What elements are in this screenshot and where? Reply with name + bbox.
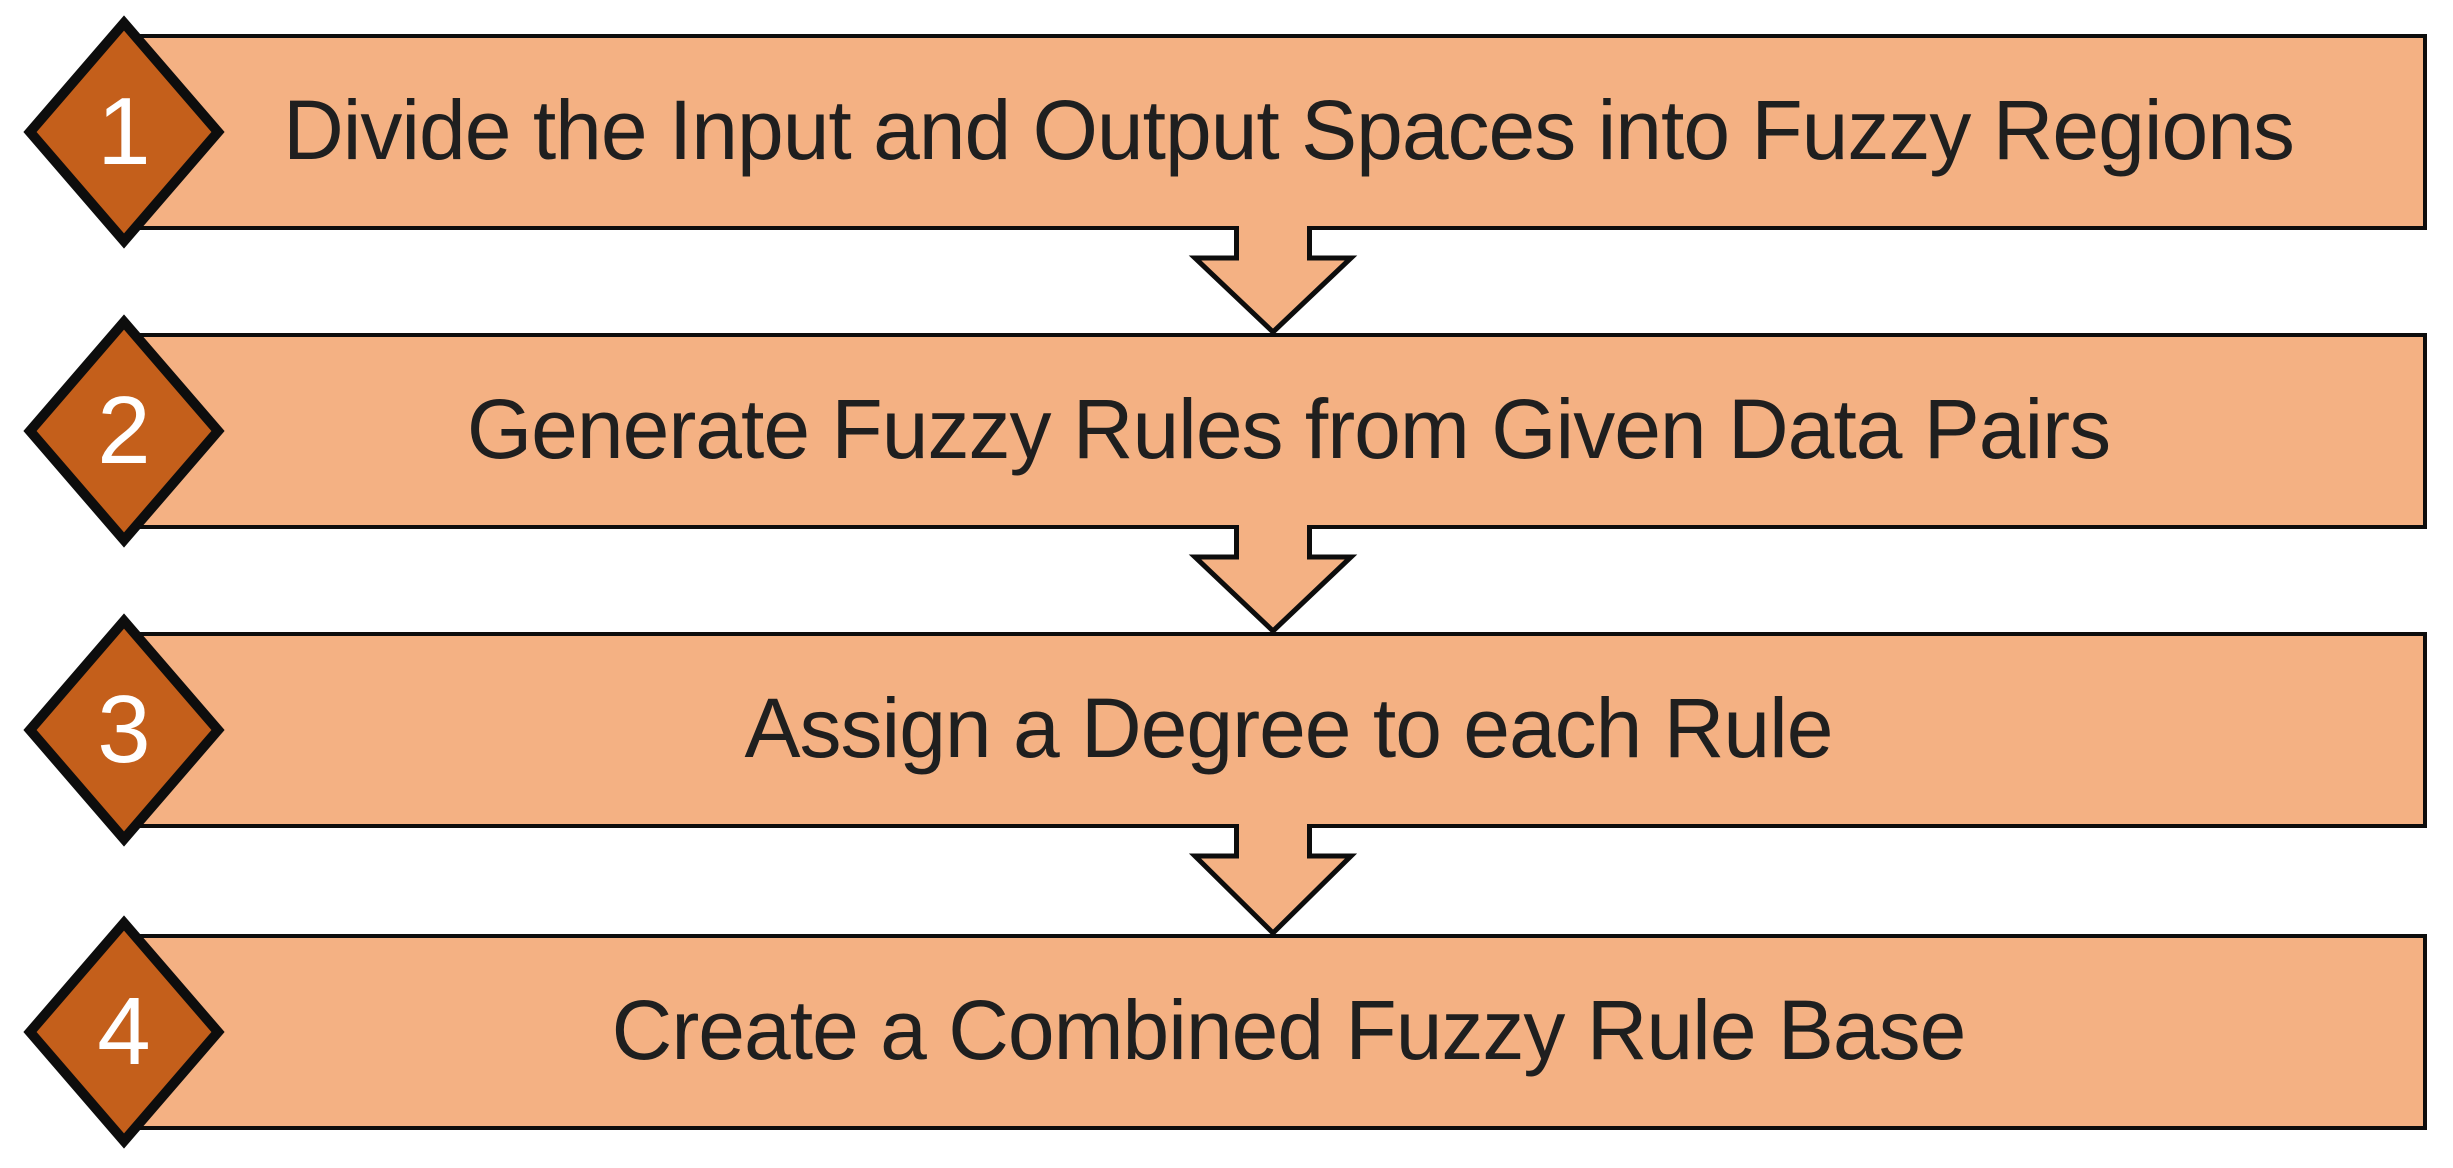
step-bar-4: Create a Combined Fuzzy Rule Base	[130, 934, 2427, 1130]
step-bar-1: Divide the Input and Output Spaces into …	[130, 34, 2427, 230]
step-2-diamond-icon	[23, 314, 225, 548]
step-1-diamond-icon	[23, 15, 225, 249]
down-arrow-icon-1	[1188, 226, 1358, 336]
diamond-shape	[23, 15, 225, 249]
step-3-diamond-icon	[23, 613, 225, 847]
step-2-label: Generate Fuzzy Rules from Given Data Pai…	[466, 382, 2111, 476]
down-arrow-icon-2	[1188, 525, 1358, 635]
step-1-label: Divide the Input and Output Spaces into …	[283, 83, 2295, 177]
down-arrow-shape	[1188, 226, 1358, 336]
step-bar-2: Generate Fuzzy Rules from Given Data Pai…	[130, 333, 2427, 529]
down-arrow-shape	[1188, 525, 1358, 635]
step-4-diamond-icon	[23, 915, 225, 1149]
step-bar-3: Assign a Degree to each Rule	[130, 632, 2427, 828]
diamond-shape	[23, 314, 225, 548]
step-3-label: Assign a Degree to each Rule	[744, 681, 1834, 775]
down-arrow-icon-3	[1188, 824, 1358, 937]
diamond-shape	[23, 915, 225, 1149]
down-arrow-shape	[1188, 824, 1358, 937]
diamond-shape	[23, 613, 225, 847]
step-4-label: Create a Combined Fuzzy Rule Base	[611, 983, 1967, 1077]
